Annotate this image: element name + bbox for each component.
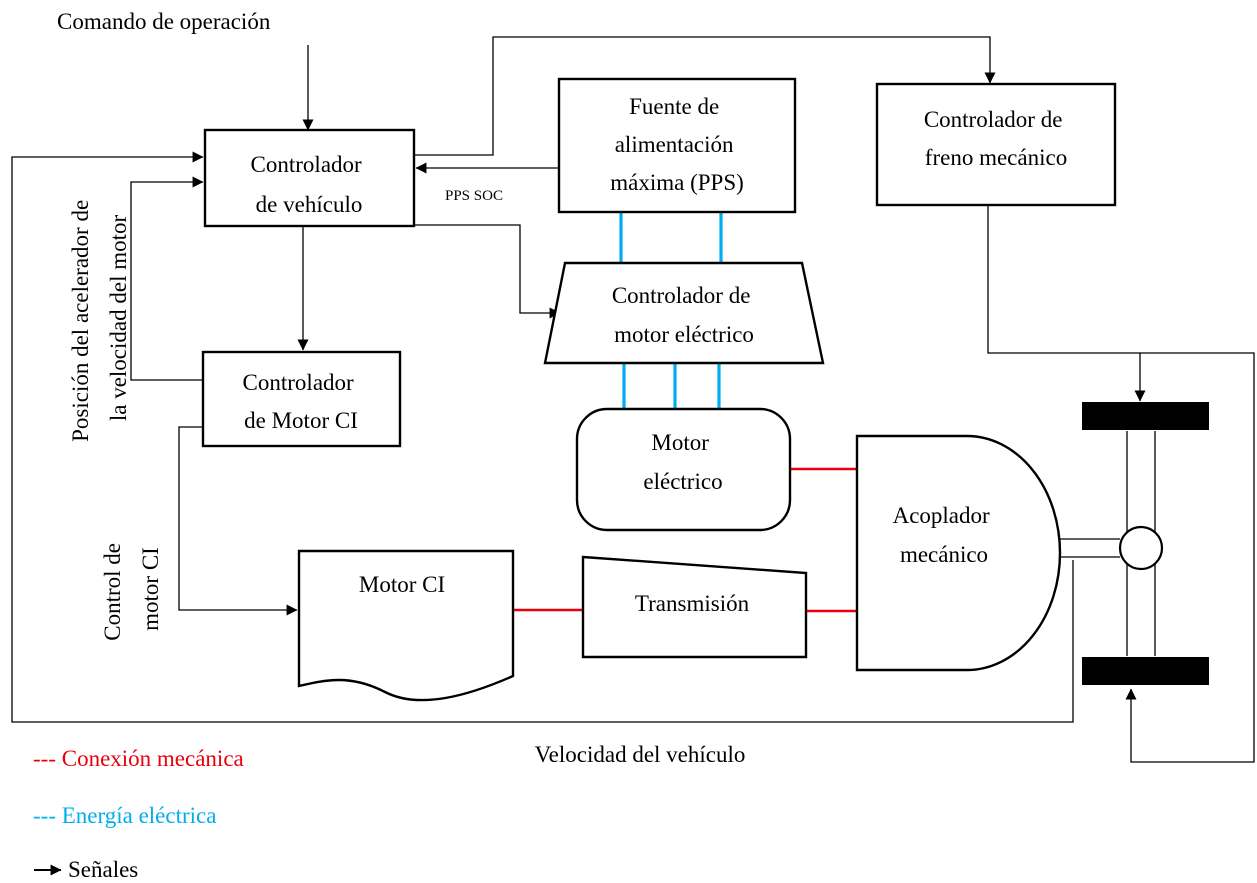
electric-motor-label: Motor eléctrico — [643, 430, 722, 494]
legend: --- Conexión mecánica --- Energía eléctr… — [33, 746, 244, 882]
wheel-assembly — [1060, 402, 1209, 685]
throttle-speed-feedback — [130, 176, 204, 381]
motor-controller-label: Controlador de motor eléctrico — [612, 283, 756, 347]
pps-box — [557, 77, 797, 214]
lower-wheel — [1082, 657, 1209, 685]
vehicle-to-motor-controller-signal — [414, 224, 561, 319]
throttle-speed-label: Posición del acelerador de la velocidad … — [68, 194, 131, 442]
vehicle-speed-feedback — [11, 151, 1074, 723]
brake-upper-signal — [987, 205, 1146, 402]
brake-controller-box — [875, 82, 1117, 207]
transmission-box — [581, 555, 808, 659]
legend-electrical: --- Energía eléctrica — [33, 803, 216, 828]
vehicle-to-brake-signal — [414, 36, 996, 156]
vehicle-controller-box — [203, 128, 416, 228]
pps-label: Fuente de alimentación máxima (PPS) — [610, 94, 744, 195]
upper-wheel — [1082, 402, 1209, 430]
ice-controller-box — [201, 350, 402, 448]
brake-lower-signal — [1125, 352, 1255, 763]
electrical-connections — [619, 212, 723, 409]
coupler-label: Acoplador mecánico — [893, 503, 996, 567]
ice-label: Motor CI — [359, 572, 445, 597]
legend-signals: Señales — [68, 857, 138, 882]
signal-lines — [11, 36, 1255, 763]
motor-controller-box — [543, 261, 825, 365]
differential — [1118, 525, 1164, 571]
legend-mechanical: --- Conexión mecánica — [33, 746, 244, 771]
brake-controller-label: Controlador de freno mecánico — [924, 107, 1068, 170]
ice-controller-label: Controlador de Motor CI — [243, 370, 360, 433]
ice-box — [297, 549, 515, 702]
ice-control-label: Control de motor CI — [100, 537, 163, 641]
transmission-label: Transmisión — [635, 591, 750, 616]
vehicle-speed-label: Velocidad del vehículo — [535, 742, 746, 767]
electric-motor-box — [575, 407, 792, 532]
coupler-box — [855, 434, 1062, 672]
mechanical-connections — [513, 467, 857, 613]
operation-command-label: Comando de operación — [57, 9, 271, 34]
pps-soc-label: PPS SOC — [445, 188, 503, 204]
ice-control-signal — [178, 426, 298, 616]
vehicle-controller-label: Controlador de vehículo — [251, 152, 368, 217]
